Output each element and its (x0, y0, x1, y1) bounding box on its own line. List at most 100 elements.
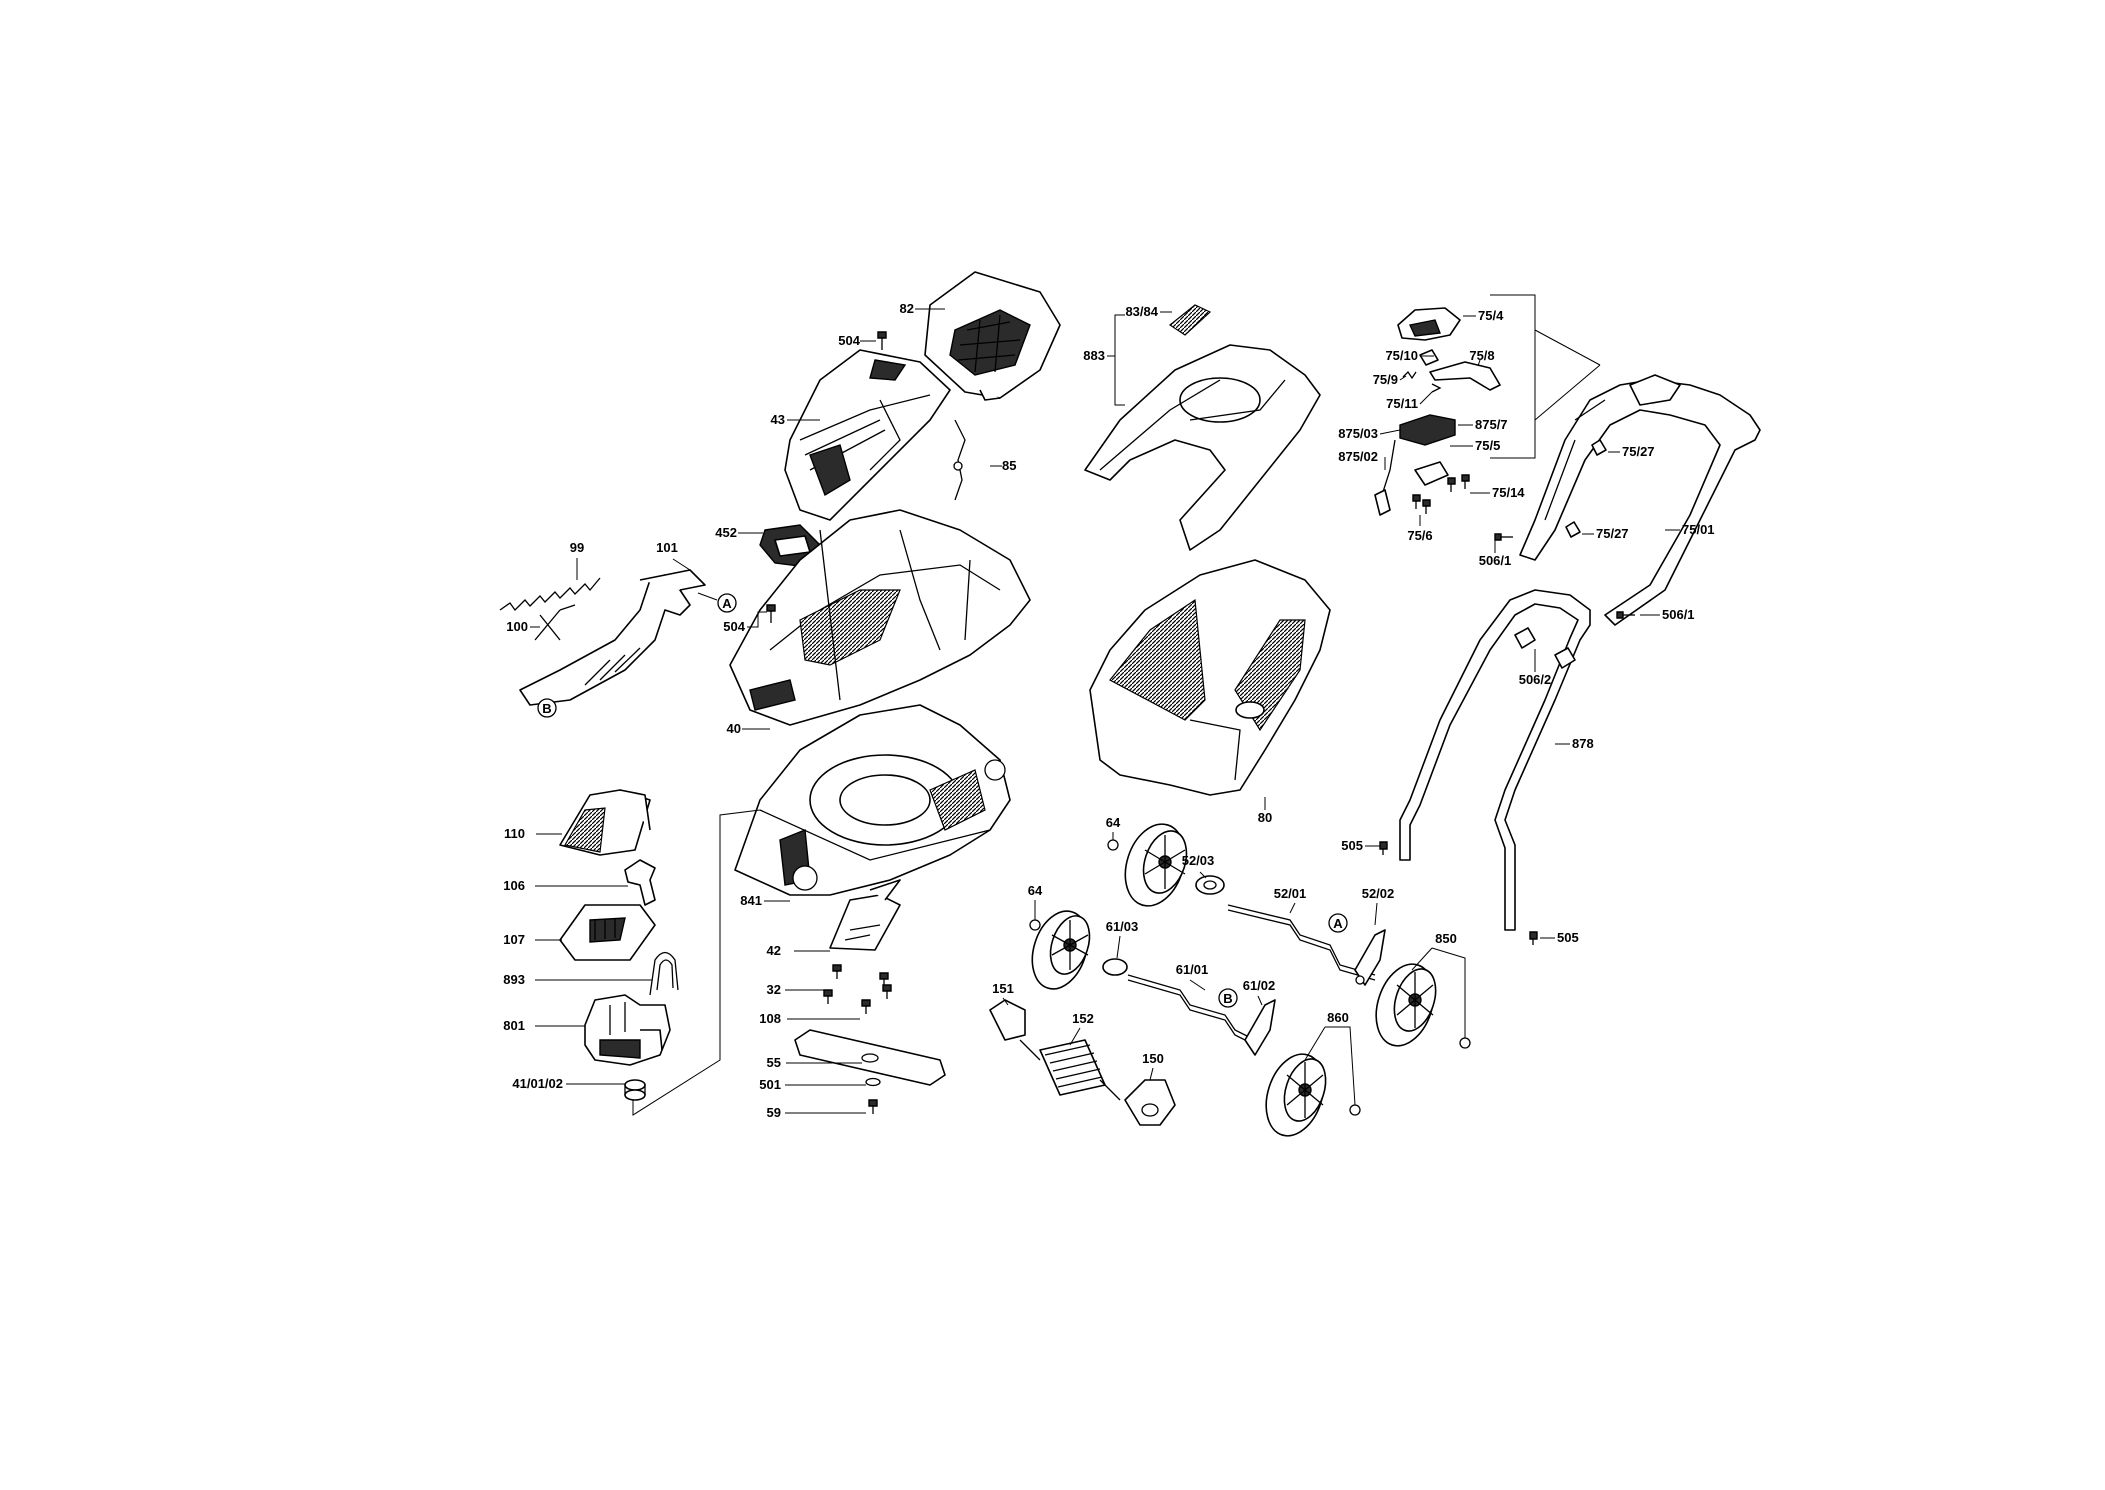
label-99: 99 (570, 540, 584, 555)
label-875-02: 875/02 (1338, 449, 1378, 464)
part-878-lower-handle (1399, 589, 1591, 931)
label-108: 108 (759, 1011, 781, 1026)
part-82-top-cover (924, 271, 1061, 401)
label-452: 452 (715, 525, 737, 540)
part-64-axle-nut-upper (1107, 839, 1119, 851)
switch-group-pointer (1534, 329, 1601, 421)
label-504-lower: 504 (723, 619, 745, 634)
part-99-spring (499, 577, 601, 612)
svg-text:B: B (542, 701, 551, 716)
part-801-motor (584, 994, 671, 1066)
svg-text:A: A (1333, 916, 1343, 931)
part-52-01-axle-rod (1227, 904, 1376, 981)
label-80: 80 (1258, 810, 1272, 825)
part-59-bolt (868, 1099, 878, 1114)
label-860: 860 (1327, 1010, 1349, 1025)
part-875-7-switch (1399, 414, 1456, 446)
leader-lines (530, 308, 1680, 1114)
part-860-rear-wheel (1265, 1053, 1361, 1137)
label-61-02: 61/02 (1243, 978, 1276, 993)
label-64-upper: 64 (1106, 815, 1121, 830)
label-850: 850 (1435, 931, 1457, 946)
part-506-1-bolt-lower (1616, 611, 1635, 619)
part-number-labels: 82 504 43 85 452 504 40 99 101 100 110 1… (503, 301, 1714, 1120)
label-110: 110 (504, 826, 525, 841)
label-107: 107 (503, 932, 525, 947)
part-501-washer (865, 1077, 881, 1087)
part-506-2-cable-clips (1514, 627, 1576, 669)
label-52-03: 52/03 (1182, 853, 1215, 868)
label-43: 43 (771, 412, 785, 427)
part-64-axle-nut-lower (1029, 919, 1041, 931)
label-61-03: 61/03 (1106, 919, 1139, 934)
part-32-screws (832, 964, 889, 987)
label-841: 841 (740, 893, 762, 908)
part-43-upper-housing (784, 349, 951, 521)
switch-group-bracket (1490, 294, 1536, 459)
part-40-lower-housing (729, 509, 1031, 726)
label-85: 85 (1002, 458, 1016, 473)
label-75-11: 75/11 (1386, 396, 1418, 411)
label-42: 42 (767, 943, 781, 958)
part-55-blade (794, 1029, 946, 1086)
part-61-01-axle-rod (1127, 974, 1256, 1046)
label-878: 878 (1572, 736, 1594, 751)
part-75-4-switch-cover (1397, 307, 1461, 341)
part-85-spring (953, 419, 966, 501)
label-32: 32 (767, 982, 781, 997)
label-75-27-lower: 75/27 (1596, 526, 1629, 541)
label-875-7: 875/7 (1475, 417, 1508, 432)
part-100-clip (534, 604, 576, 641)
part-41-01-02-fan (624, 1079, 646, 1101)
label-75-4: 75/4 (1478, 308, 1504, 323)
part-107-cover (559, 904, 656, 961)
label-59: 59 (767, 1105, 781, 1120)
part-152-roller (1019, 1039, 1121, 1101)
wheel-upper-left (1124, 823, 1188, 907)
label-506-1-lower: 506/1 (1662, 607, 1695, 622)
label-875-03: 875/03 (1338, 426, 1378, 441)
label-41-01-02: 41/01/02 (512, 1076, 563, 1091)
wheel-lower-left (1031, 910, 1091, 990)
label-75-8: 75/8 (1469, 348, 1494, 363)
assembly-bracket-line (632, 809, 761, 1116)
label-501: 501 (759, 1077, 781, 1092)
part-875-03-cable (1381, 439, 1396, 496)
marker-b-axle: B (1218, 988, 1238, 1008)
part-75-27-clip-upper (1591, 439, 1607, 456)
part-108-screws (823, 984, 892, 1014)
part-75-10-clip (1419, 349, 1439, 366)
marker-b-lever: B (537, 698, 557, 718)
label-100: 100 (506, 619, 528, 634)
label-801: 801 (503, 1018, 525, 1033)
label-64-lower: 64 (1028, 883, 1043, 898)
part-151-bracket (989, 999, 1026, 1041)
part-505-bolt-upper (1379, 841, 1388, 855)
marker-a-axle: A (1328, 913, 1348, 933)
part-504-screw-lower (766, 604, 776, 623)
label-893: 893 (503, 972, 525, 987)
label-505-upper: 505 (1341, 838, 1363, 853)
part-75-01-upper-handle (1519, 374, 1761, 626)
part-504-screw-top (877, 331, 887, 350)
part-52-02-height-lever (1354, 929, 1386, 986)
part-75-11-spring (1431, 383, 1442, 393)
label-75-10: 75/10 (1385, 348, 1418, 363)
part-841-mower-deck (734, 704, 1011, 896)
part-75-8-trigger (1429, 361, 1501, 391)
label-883: 883 (1083, 348, 1105, 363)
label-151: 151 (992, 981, 1014, 996)
label-75-14: 75/14 (1492, 485, 1525, 500)
label-52-01: 52/01 (1274, 886, 1307, 901)
part-110-flap (559, 789, 651, 856)
label-75-27-upper: 75/27 (1622, 444, 1655, 459)
part-101-lever (519, 569, 706, 706)
part-75-5-cable-clamp (1414, 461, 1449, 486)
part-893-bracket (649, 951, 679, 996)
label-75-9: 75/9 (1373, 372, 1398, 387)
label-55: 55 (767, 1055, 781, 1070)
part-505-bolt-lower (1529, 931, 1538, 945)
label-506-2: 506/2 (1519, 672, 1552, 687)
part-106-switch (624, 859, 656, 906)
